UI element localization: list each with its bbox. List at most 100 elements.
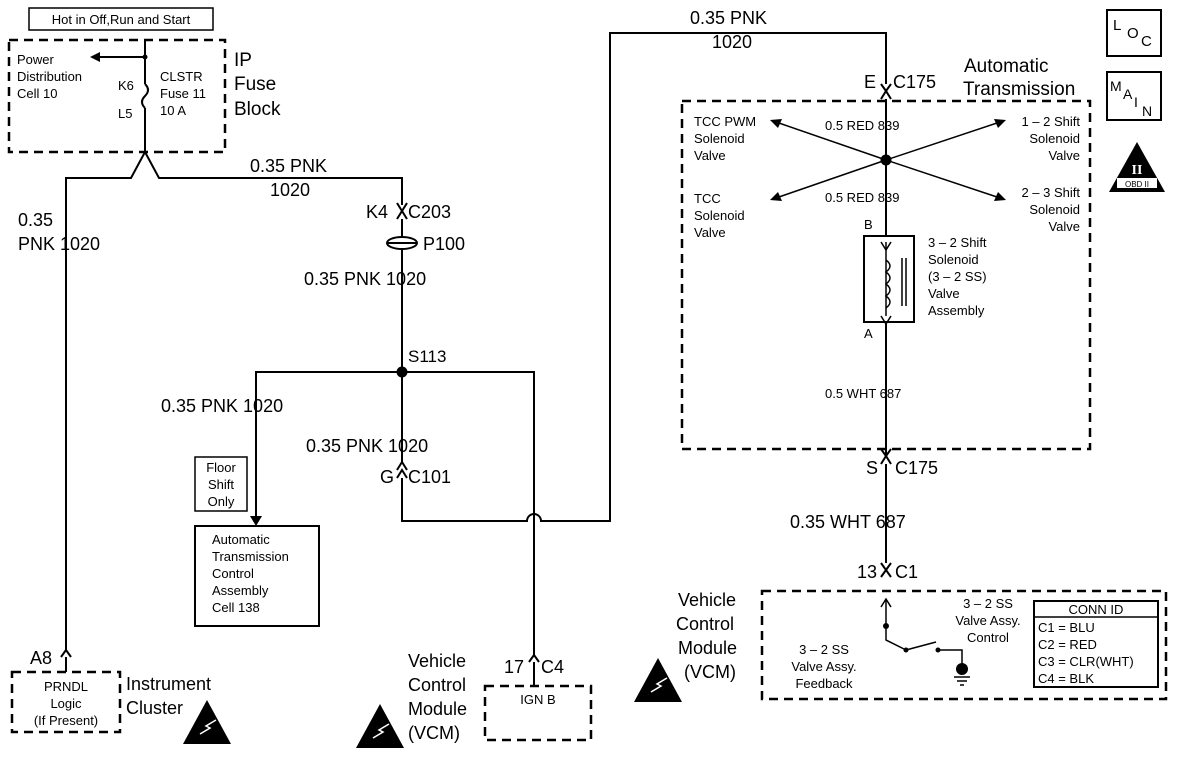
svg-text:Valve: Valve bbox=[1048, 148, 1080, 163]
svg-text:Assembly: Assembly bbox=[928, 303, 985, 318]
svg-text:Shift: Shift bbox=[208, 477, 234, 492]
floor-shift-box bbox=[194, 456, 248, 512]
esd-warning-icon bbox=[183, 700, 231, 744]
cluster-box bbox=[10, 670, 122, 734]
passthrough-p100: P100 bbox=[423, 234, 465, 254]
wire-to-vcm-c4 bbox=[402, 371, 535, 655]
fuse-icon bbox=[141, 83, 149, 109]
svg-text:M: M bbox=[1110, 78, 1122, 94]
svg-text:TCC PWM: TCC PWM bbox=[694, 114, 756, 129]
svg-text:Valve: Valve bbox=[694, 225, 726, 240]
connector-c101-icon bbox=[396, 460, 408, 471]
tcm-box bbox=[194, 525, 320, 627]
transmission-title: Automatic Transmission bbox=[963, 56, 1075, 100]
svg-text:I: I bbox=[1134, 94, 1138, 110]
ground-icon bbox=[956, 663, 968, 675]
svg-text:Valve: Valve bbox=[1048, 219, 1080, 234]
svg-text:Vehicle: Vehicle bbox=[678, 590, 736, 610]
fuse-block-box bbox=[7, 38, 227, 154]
svg-text:Automatic: Automatic bbox=[964, 56, 1048, 77]
svg-text:Valve: Valve bbox=[928, 286, 960, 301]
svg-text:Solenoid: Solenoid bbox=[1029, 202, 1080, 217]
svg-text:L: L bbox=[1113, 17, 1121, 34]
bus-arrow-icon bbox=[90, 52, 100, 62]
coil-icon bbox=[884, 259, 891, 309]
svg-text:Fuse 11: Fuse 11 bbox=[160, 86, 206, 101]
svg-text:Solenoid: Solenoid bbox=[928, 252, 979, 267]
svg-text:2 – 3 Shift: 2 – 3 Shift bbox=[1021, 185, 1080, 200]
wire-label: 0.35 bbox=[18, 210, 53, 230]
svg-text:Valve Assy.: Valve Assy. bbox=[791, 659, 856, 674]
fuse-block-title: IP Fuse Block bbox=[234, 50, 281, 120]
conn-id-row: C1 = BLU bbox=[1038, 620, 1095, 635]
pin-k6: K6 bbox=[118, 78, 134, 93]
arrow-icon bbox=[250, 516, 262, 526]
connector-c175: C175 bbox=[895, 458, 938, 478]
svg-text:Cell 138: Cell 138 bbox=[212, 600, 260, 615]
svg-text:3 – 2 Shift: 3 – 2 Shift bbox=[928, 235, 987, 250]
wire-label: 0.35 WHT 687 bbox=[790, 512, 906, 532]
pin-17: 17 bbox=[504, 657, 524, 677]
svg-text:(If Present): (If Present) bbox=[34, 713, 98, 728]
svg-text:3 – 2 SS: 3 – 2 SS bbox=[799, 642, 849, 657]
pin-s: S bbox=[866, 458, 878, 478]
tcc-pwm-solenoid-label: TCC PWM Solenoid Valve bbox=[694, 114, 756, 163]
svg-text:Solenoid: Solenoid bbox=[694, 208, 745, 223]
wire-to-c203 bbox=[144, 151, 403, 205]
svg-text:Solenoid: Solenoid bbox=[1029, 131, 1080, 146]
svg-text:C: C bbox=[1141, 33, 1152, 50]
svg-text:3 – 2 SS: 3 – 2 SS bbox=[963, 596, 1013, 611]
shift-23-solenoid-label: 2 – 3 Shift Solenoid Valve bbox=[1021, 185, 1080, 234]
svg-text:(VCM): (VCM) bbox=[408, 723, 460, 743]
wire-label: 0.5 RED 839 bbox=[825, 118, 899, 133]
svg-text:Cell 10: Cell 10 bbox=[17, 86, 57, 101]
prndl-label: PRNDL Logic (If Present) bbox=[34, 679, 98, 728]
valve-feedback-label: 3 – 2 SS Valve Assy. Feedback bbox=[791, 642, 856, 691]
connector-icon bbox=[528, 653, 540, 663]
hot-note-box bbox=[28, 7, 214, 31]
splice-s113: S113 bbox=[408, 347, 446, 366]
svg-text:TCC: TCC bbox=[694, 191, 721, 206]
esd-warning-icon bbox=[634, 658, 682, 702]
connector-c203: C203 bbox=[408, 202, 451, 222]
conn-id-row: C2 = RED bbox=[1038, 637, 1097, 652]
svg-text:Block: Block bbox=[234, 99, 281, 120]
svg-text:O: O bbox=[1127, 25, 1139, 42]
obd-ii-badge[interactable]: II OBD II bbox=[1109, 142, 1165, 192]
tcm-label: Automatic Transmission Control Assembly … bbox=[212, 532, 289, 615]
svg-text:Power: Power bbox=[17, 52, 55, 67]
connector-c175: C175 bbox=[893, 72, 936, 92]
svg-text:Control: Control bbox=[967, 630, 1009, 645]
svg-text:Valve Assy.: Valve Assy. bbox=[955, 613, 1020, 628]
svg-text:A: A bbox=[1123, 86, 1133, 102]
floor-shift-label: Floor Shift Only bbox=[206, 460, 236, 509]
wire-label: 0.35 PNK bbox=[250, 156, 327, 176]
wire-to-transmission bbox=[401, 32, 887, 522]
main-badge[interactable]: M A I N bbox=[1106, 71, 1162, 121]
esd-warning-icon bbox=[356, 704, 404, 748]
loc-badge[interactable]: L O C bbox=[1106, 9, 1162, 57]
wire-circuit: PNK 1020 bbox=[18, 234, 100, 254]
svg-text:Transmission: Transmission bbox=[963, 79, 1075, 100]
vcm-left-title: Vehicle Control Module (VCM) bbox=[408, 651, 467, 743]
solenoid-32-label: 3 – 2 Shift Solenoid (3 – 2 SS) Valve As… bbox=[928, 235, 987, 318]
obd-roman: II bbox=[1132, 163, 1143, 178]
fuse-label: CLSTR Fuse 11 10 A bbox=[160, 69, 206, 118]
wire-label: 0.35 PNK 1020 bbox=[304, 269, 426, 289]
svg-text:Control: Control bbox=[212, 566, 254, 581]
wire-circuit: 1020 bbox=[712, 32, 752, 52]
svg-text:PRNDL: PRNDL bbox=[44, 679, 88, 694]
svg-text:Solenoid: Solenoid bbox=[694, 131, 745, 146]
wire-label: 0.5 WHT 687 bbox=[825, 386, 901, 401]
svg-text:Control: Control bbox=[676, 614, 734, 634]
pin-g: G bbox=[380, 467, 394, 487]
hot-note: Hot in Off,Run and Start bbox=[52, 12, 191, 27]
svg-text:Instrument: Instrument bbox=[126, 674, 211, 694]
wire-circuit: 1020 bbox=[270, 180, 310, 200]
svg-text:Feedback: Feedback bbox=[795, 676, 853, 691]
svg-text:Automatic: Automatic bbox=[212, 532, 270, 547]
pin-13: 13 bbox=[857, 562, 877, 582]
solenoid-32-box bbox=[863, 235, 915, 323]
